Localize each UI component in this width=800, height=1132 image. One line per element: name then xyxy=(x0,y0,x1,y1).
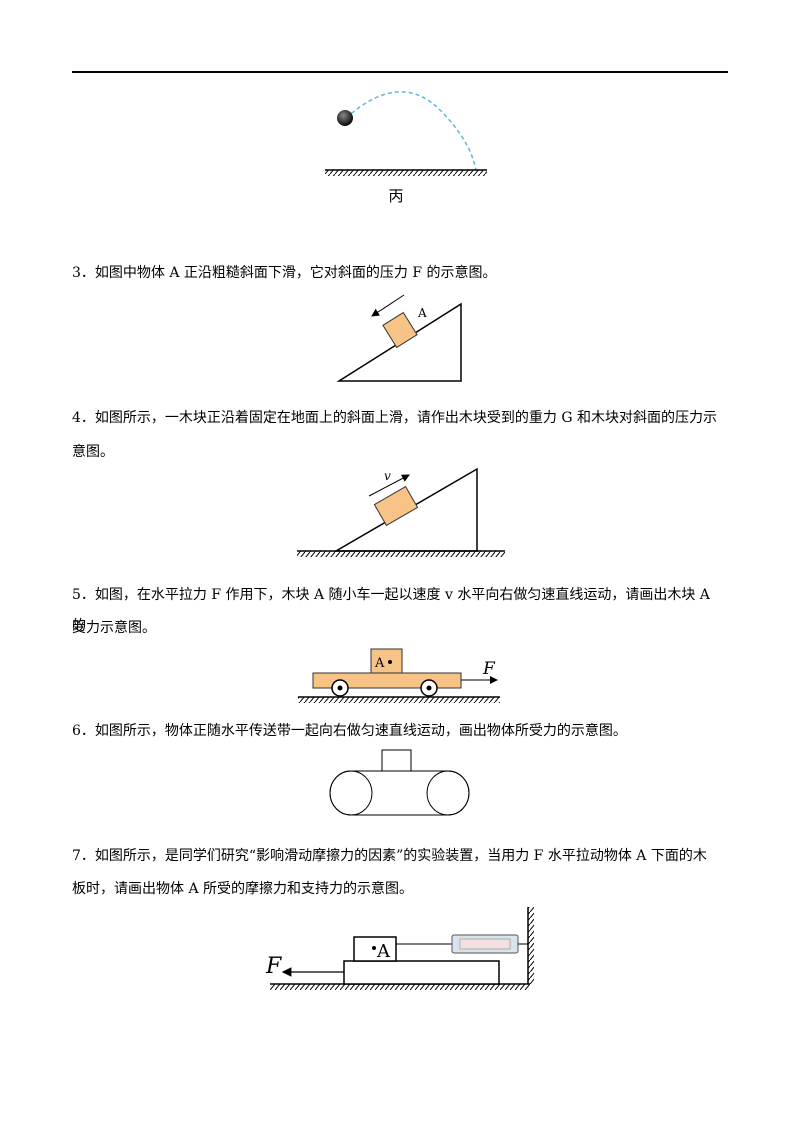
wheel-right-hub xyxy=(426,685,432,691)
question-4-line2: 意图。 xyxy=(72,444,114,460)
block-center-dot xyxy=(372,946,376,950)
label-v: v xyxy=(384,469,391,483)
label-f: F xyxy=(265,954,282,979)
projectile-figure: 丙 xyxy=(325,91,487,205)
wall-hatch xyxy=(528,907,534,984)
object xyxy=(381,749,412,772)
wheel-left-hub xyxy=(337,685,343,691)
question-3: 3．如图中物体 A 正沿粗糙斜面下滑，它对斜面的压力 F 的示意图。 xyxy=(72,265,497,281)
block-a xyxy=(353,936,397,962)
ball xyxy=(337,110,353,126)
label-a: A xyxy=(376,941,391,962)
velocity-arrow xyxy=(368,474,410,497)
ground-hatch xyxy=(270,984,530,990)
question-7-line1: 7．如图所示，是同学们研究“影响滑动摩擦力的因素”的实验装置，当用力 F 水平拉… xyxy=(72,848,707,864)
question-5-line1: 5．如图，在水平拉力 F 作用下，木块 A 随小车一起以速度 v 水平向右做匀速… xyxy=(72,587,710,634)
cart-figure-q5: A F xyxy=(298,648,500,703)
label-a: A xyxy=(374,656,385,671)
incline-figure-q4: v xyxy=(297,467,505,557)
question-7-line2: 板时，请画出物体 A 所受的摩擦力和支持力的示意图。 xyxy=(72,881,414,897)
ground-hatch xyxy=(297,551,505,557)
conveyor-figure-q6 xyxy=(329,749,470,816)
trajectory-curve xyxy=(345,91,477,171)
wood-block xyxy=(373,485,419,527)
label-f: F xyxy=(482,659,496,679)
block-center-dot xyxy=(388,660,392,664)
caption-bing: 丙 xyxy=(388,187,403,205)
block-a xyxy=(370,648,403,674)
ground-hatch xyxy=(325,170,487,176)
belt-left-arc xyxy=(329,770,352,816)
ground-hatch xyxy=(298,697,500,703)
incline-figure-q3: A xyxy=(336,294,462,382)
motion-arrow xyxy=(371,294,405,317)
belt-right-arc xyxy=(447,770,470,816)
friction-figure-q7: A F xyxy=(265,907,534,990)
header-rule xyxy=(72,71,728,73)
question-4-line1: 4．如图所示，一木块正沿着固定在地面上的斜面上滑，请作出木块受到的重力 G 和木… xyxy=(72,410,717,426)
question-5-line2: 受力示意图。 xyxy=(72,620,156,636)
question-6: 6．如图所示，物体正随水平传送带一起向右做匀速直线运动，画出物体所受力的示意图。 xyxy=(72,723,627,739)
block-a xyxy=(382,311,418,349)
wood-board xyxy=(343,960,500,985)
spring-scale-window xyxy=(459,938,511,950)
label-a: A xyxy=(417,306,427,320)
